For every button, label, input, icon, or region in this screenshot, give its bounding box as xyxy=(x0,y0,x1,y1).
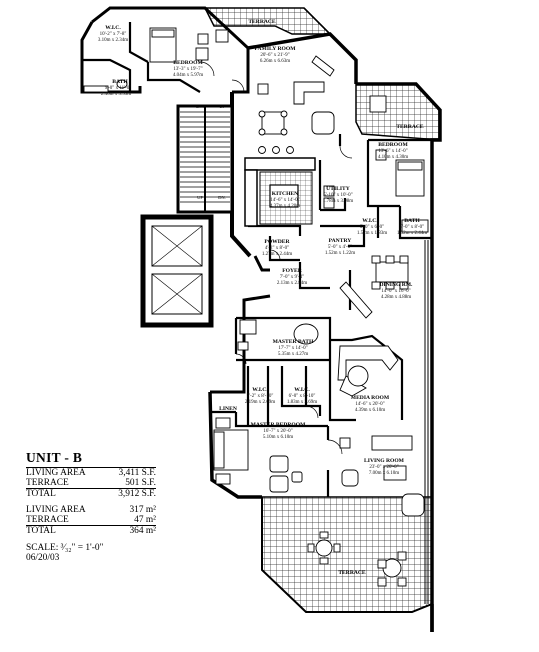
stair-core xyxy=(176,104,234,214)
label-bedroom-right-dim2: 4.10m x 4.30m xyxy=(378,155,408,160)
legend-row-total-metric: TOTAL 364 m² xyxy=(26,526,156,536)
legend-rule xyxy=(26,467,156,468)
label-bath-right-dim2: 1.52m x 2.44m xyxy=(397,231,427,236)
label-wic-right: W.I.C. xyxy=(362,218,378,224)
label-utility-dim1: 5'-10" x 10'-0" xyxy=(323,193,352,198)
scale-note: SCALE: ³⁄₃₂" = 1'-0" xyxy=(26,543,104,553)
unit-title: UNIT - B xyxy=(26,450,83,465)
label-bedroom-top-dim1: 13'-3" x 19'-7" xyxy=(173,67,202,72)
legend-value: 317 m² xyxy=(129,505,156,515)
label-dining-dim1: 14'-0" x 16'-0" xyxy=(381,289,410,294)
label-pantry-dim2: 1.52m x 1.22m xyxy=(325,251,355,256)
legend-label: TOTAL xyxy=(26,526,56,536)
label-wic-right-dim2: 1.52m x 1.83m xyxy=(357,231,387,236)
label-master-bed: MASTER BEDROOM xyxy=(251,422,307,428)
stair-dn-label-bottom: DN. xyxy=(218,195,226,200)
label-wic-top: W.I.C. xyxy=(105,25,121,31)
label-kitchen-dim2: 4.37m x 4.20m xyxy=(270,204,300,209)
label-family-dim2: 6.26m x 6.63m xyxy=(260,59,290,64)
label-wic-a-dim1: 7'-2" x 8'-10" xyxy=(247,394,274,399)
label-dining-dim2: 4.28m x 4.88m xyxy=(381,295,411,300)
label-bath-top-dim1: 9'-0" x 11'-0" xyxy=(105,86,132,91)
label-foyer: FOYER xyxy=(282,268,303,274)
elevator-core xyxy=(140,214,214,328)
label-powder-dim2: 1.27m x 2.44m xyxy=(262,252,292,257)
label-wic-top-dim2: 3.10m x 2.34m xyxy=(98,38,128,43)
label-foyer-dim2: 2.13m x 2.84m xyxy=(277,281,307,286)
label-wic-top-dim1: 10'-2" x 7'-8" xyxy=(100,32,127,37)
label-bath-top-dim2: 2.46m x 3.35m xyxy=(101,92,131,97)
window-line-east xyxy=(424,240,429,604)
legend-value: 364 m² xyxy=(129,526,156,536)
stair-up-label-top: UP xyxy=(219,104,225,109)
furniture xyxy=(83,27,429,587)
label-master-bath-dim2: 5.35m x 4.27m xyxy=(278,352,308,357)
label-dining: DINING RM. xyxy=(380,282,414,288)
label-foyer-dim1: 7'-0" x 9'-4" xyxy=(280,275,304,280)
label-bedroom-right: BEDROOM xyxy=(378,142,408,148)
label-living-dim2: 7.00m x 6.10m xyxy=(369,471,399,476)
door-swings xyxy=(199,61,353,455)
label-family-dim1: 20'-6" x 21'-9" xyxy=(260,53,289,58)
label-media-dim1: 14'-6" x 20'-0" xyxy=(355,402,384,407)
label-media-dim2: 4.39m x 6.10m xyxy=(355,408,385,413)
legend-row-living-metric: LIVING AREA 317 m² xyxy=(26,505,156,515)
label-bedroom-top-dim2: 4.04m x 5.97m xyxy=(173,73,203,78)
label-master-bath-dim1: 17'-7" x 14'-0" xyxy=(278,346,307,351)
legend-row-living: LIVING AREA 3,411 S.F. xyxy=(26,468,156,478)
label-utility: UTILITY xyxy=(326,186,350,192)
legend-row-terrace: TERRACE 501 S.F. xyxy=(26,478,156,488)
label-wic-right-dim1: 5'-0" x 6'-0" xyxy=(360,225,384,230)
label-master-bed-dim1: 16'-7" x 20'-0" xyxy=(263,429,292,434)
plan-date: 06/20/03 xyxy=(26,553,60,563)
label-wic-b-dim2: 1.83m x 2.69m xyxy=(287,400,317,405)
legend-rule xyxy=(26,525,156,526)
label-terrace-top: TERRACE xyxy=(248,19,276,25)
label-family: FAMILY ROOM xyxy=(255,46,297,52)
label-wic-b: W.I.C. xyxy=(294,387,310,393)
stair-up-label-bottom: UP xyxy=(197,195,203,200)
label-powder-dim1: 4'-2" x 8'-0" xyxy=(265,246,289,251)
legend-value: 3,411 S.F. xyxy=(118,468,156,478)
legend-rule xyxy=(26,488,156,489)
label-living-dim1: 23'-0" x 20'-0" xyxy=(369,465,398,470)
label-terrace-right: TERRACE xyxy=(396,124,424,130)
label-kitchen-dim1: 14'-6" x 14'-0" xyxy=(270,198,299,203)
label-media: MEDIA ROOM xyxy=(351,395,390,401)
label-master-bed-dim2: 5.10m x 6.10m xyxy=(263,435,293,440)
label-pantry: PANTRY xyxy=(329,238,352,244)
kitchen-floor xyxy=(244,157,316,227)
legend-row-terrace-metric: TERRACE 47 m² xyxy=(26,515,156,525)
area-legend: UNIT - B LIVING AREA 3,411 S.F. TERRACE … xyxy=(26,450,156,563)
label-kitchen: KITCHEN xyxy=(272,191,298,197)
label-powder: POWDER xyxy=(264,239,290,245)
label-terrace-bottom: TERRACE xyxy=(338,570,366,576)
legend-label: TOTAL xyxy=(26,489,56,499)
label-pantry-dim1: 5'-0" x 4'-0" xyxy=(328,245,352,250)
legend-label: TERRACE xyxy=(26,478,69,488)
label-wic-b-dim1: 6'-0" x 8'-10" xyxy=(289,394,316,399)
label-master-bath: MASTER BATH xyxy=(273,339,314,345)
legend-label: TERRACE xyxy=(26,515,69,525)
legend-value: 47 m² xyxy=(134,515,156,525)
label-bath-top: BATH xyxy=(112,79,128,85)
label-wic-a-dim2: 2.19m x 2.69m xyxy=(245,400,275,405)
label-linen: LINEN xyxy=(219,406,237,412)
label-bath-right: BATH xyxy=(404,218,420,224)
legend-row-total: TOTAL 3,912 S.F. xyxy=(26,489,156,499)
label-bedroom-right-dim1: 13'-6" x 14'-0" xyxy=(378,149,407,154)
terrace-right xyxy=(355,83,441,141)
legend-value: 501 S.F. xyxy=(125,478,156,488)
label-wic-a: W.I.C. xyxy=(252,387,268,393)
room-labels: W.I.C. 10'-2" x 7'-8" 3.10m x 2.34m TERR… xyxy=(98,19,427,576)
label-living: LIVING ROOM xyxy=(364,458,405,464)
stair-dn-label-top: DN. xyxy=(196,104,204,109)
legend-label: LIVING AREA xyxy=(26,505,86,515)
label-utility-dim2: 1.78m x 3.08m xyxy=(323,199,353,204)
label-bedroom-top: BEDROOM xyxy=(173,60,203,66)
label-bath-right-dim1: 5'-0" x 8'-0" xyxy=(400,225,424,230)
legend-label: LIVING AREA xyxy=(26,468,86,478)
legend-value: 3,912 S.F. xyxy=(118,489,156,499)
